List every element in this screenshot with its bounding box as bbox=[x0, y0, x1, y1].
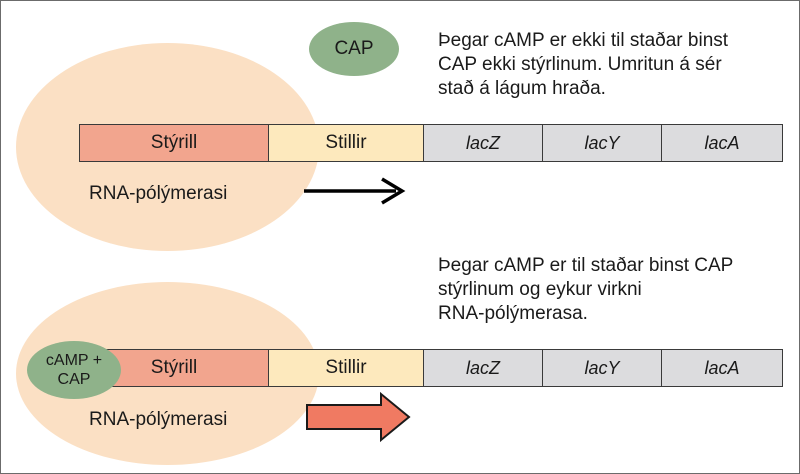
segment-laca-label-top: lacA bbox=[704, 132, 740, 153]
segment-laca-top: lacA bbox=[662, 125, 782, 161]
description-top-line-1: Þegar cAMP er ekki til staðar binst bbox=[438, 30, 729, 51]
segment-styrill-label-top: Stýrill bbox=[150, 132, 198, 153]
description-bottom: Þegar cAMP er til staðar binst CAP stýrl… bbox=[438, 254, 733, 326]
segment-lacy-bottom: lacY bbox=[543, 350, 662, 386]
rna-polymerase-label-top: RNA-pólýmerasi bbox=[89, 183, 228, 204]
camp-cap-label-bottom: cAMP + CAP bbox=[45, 352, 103, 388]
segment-lacy-top: lacY bbox=[543, 125, 662, 161]
description-top: Þegar cAMP er ekki til staðar binst CAP … bbox=[438, 29, 728, 101]
operon-row-bottom: Stýrill Stillir lacZ lacY lacA bbox=[79, 349, 783, 387]
description-bottom-line-1: Þegar cAMP er til staðar binst CAP bbox=[438, 255, 734, 276]
transcription-arrow-low-icon bbox=[304, 177, 406, 205]
segment-stillir-label-bottom: Stillir bbox=[325, 357, 367, 378]
description-bottom-line-3: RNA-pólýmerasa. bbox=[438, 303, 588, 324]
transcription-arrow-high-icon bbox=[306, 391, 411, 443]
segment-stillir-top: Stillir bbox=[269, 125, 424, 161]
segment-lacy-label-top: lacY bbox=[584, 132, 620, 153]
segment-stillir-bottom: Stillir bbox=[269, 350, 424, 386]
camp-cap-complex-bottom: cAMP + CAP bbox=[27, 341, 121, 399]
segment-lacz-label-bottom: lacZ bbox=[465, 357, 500, 378]
cap-label-top: CAP bbox=[334, 38, 374, 59]
segment-lacy-label-bottom: lacY bbox=[584, 357, 620, 378]
description-bottom-line-2: stýrlinum og eykur virkni bbox=[438, 279, 642, 300]
rna-polymerase-label-bottom: RNA-pólýmerasi bbox=[89, 409, 228, 430]
description-top-line-3: stað á lágum hraða. bbox=[438, 78, 606, 99]
description-top-line-2: CAP ekki stýrlinum. Umritun á sér bbox=[438, 54, 722, 75]
operon-row-top: Stýrill Stillir lacZ lacY lacA bbox=[79, 124, 783, 162]
cap-protein-top: CAP bbox=[309, 22, 399, 76]
segment-laca-bottom: lacA bbox=[662, 350, 782, 386]
segment-stillir-label-top: Stillir bbox=[325, 132, 367, 153]
segment-laca-label-bottom: lacA bbox=[704, 357, 740, 378]
segment-lacz-label-top: lacZ bbox=[465, 132, 500, 153]
segment-lacz-bottom: lacZ bbox=[424, 350, 543, 386]
segment-styrill-top: Stýrill bbox=[80, 125, 269, 161]
segment-styrill-label-bottom: Stýrill bbox=[150, 357, 198, 378]
segment-lacz-top: lacZ bbox=[424, 125, 543, 161]
